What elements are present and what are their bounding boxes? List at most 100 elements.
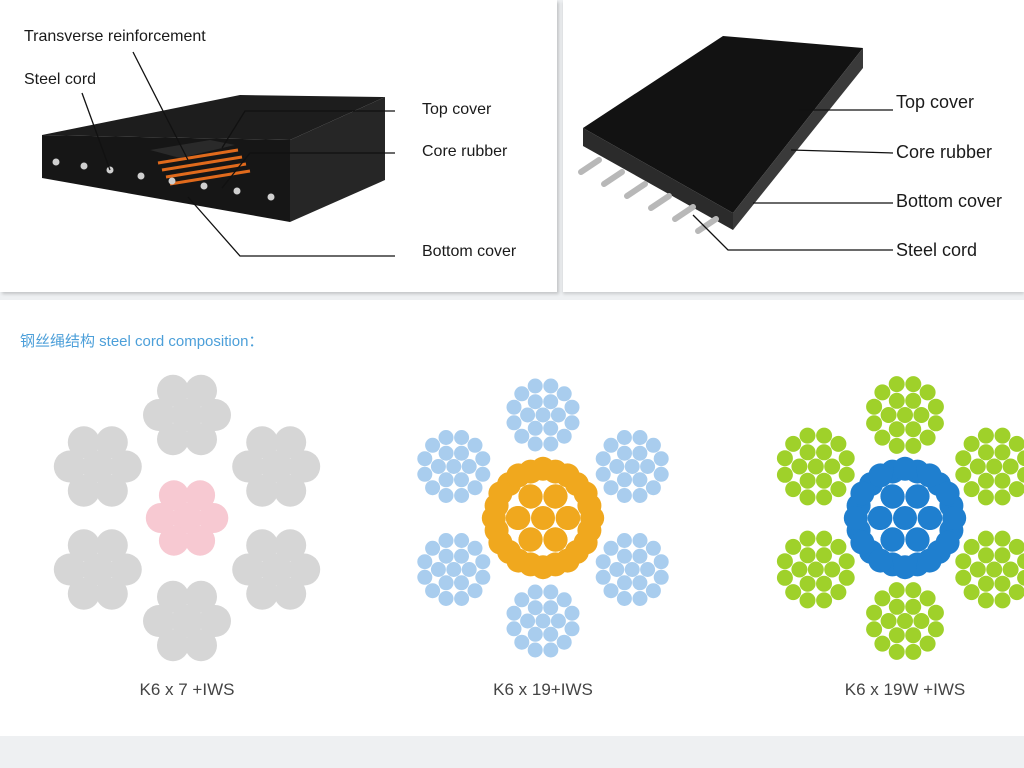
belt-top-surface (42, 95, 385, 140)
outer-wire (438, 445, 454, 461)
outer-wire (185, 580, 217, 613)
outer-wire (816, 444, 832, 461)
outer-wire (603, 480, 619, 496)
outer-wire (919, 384, 936, 401)
label-bottom-cover: Bottom cover (896, 191, 1003, 211)
outer-wire (830, 538, 847, 555)
outer-wire (919, 429, 936, 446)
outer-wire (260, 553, 293, 586)
core-wire (555, 548, 580, 573)
outer-wire (866, 621, 883, 638)
outer-wire (978, 472, 994, 489)
outer-wire (986, 561, 1003, 578)
outer-wire (816, 575, 832, 592)
outer-wire (986, 458, 1003, 475)
outer-wire (595, 451, 611, 467)
outer-wire (880, 613, 897, 629)
outer-wire (527, 626, 543, 642)
outer-wire (1002, 561, 1019, 578)
outer-wire (888, 392, 905, 409)
outer-wire (897, 407, 913, 423)
core-wire (868, 463, 893, 488)
outer-wire (527, 394, 543, 410)
outer-wire (506, 415, 522, 431)
outer-wire (185, 629, 217, 662)
outer-wire (603, 540, 619, 556)
outer-wire (53, 553, 86, 586)
outer-wire (799, 427, 816, 444)
outer-wire (288, 553, 321, 586)
outer-wire (838, 553, 855, 570)
outer-wire (653, 466, 669, 482)
outer-wire (454, 575, 469, 591)
core-wire (543, 527, 568, 552)
outer-wire (143, 399, 175, 431)
outer-wire (963, 435, 980, 452)
outer-wire (157, 629, 189, 662)
outer-wire (67, 529, 100, 562)
outer-wire (157, 580, 189, 613)
outer-wire (888, 437, 905, 454)
outer-wire (838, 569, 855, 586)
outer-wire (609, 562, 625, 577)
outer-wire (632, 445, 648, 461)
outer-wire (799, 489, 816, 506)
outer-wire (603, 583, 619, 599)
outer-wire (603, 437, 619, 453)
outer-wire (556, 386, 572, 402)
core-wire (555, 463, 580, 488)
outer-wire (1017, 553, 1024, 570)
outer-wire (645, 437, 661, 453)
strand-k6x19w (776, 376, 1024, 660)
steel-cord-composition-panel: 钢丝绳结构 steel cord composition： K6 x 7 +IW… (0, 300, 1024, 736)
core-wire (917, 463, 942, 488)
outer-wire (564, 399, 580, 415)
outer-wire (438, 488, 454, 503)
label-top-cover: Top cover (896, 92, 975, 112)
outer-wire (617, 472, 632, 488)
core-wire (880, 484, 905, 509)
core-wire (481, 506, 506, 530)
outer-wire (246, 474, 279, 507)
outer-wire (274, 426, 307, 459)
outer-wire (776, 553, 793, 570)
outer-wire (927, 398, 944, 415)
outer-wire (246, 426, 279, 459)
core-wire (850, 481, 875, 506)
outer-wire (95, 474, 128, 507)
outer-wire (874, 429, 891, 446)
composition-heading: 钢丝绳结构 steel cord composition： (20, 333, 264, 350)
outer-wire (874, 590, 891, 607)
outer-wire (866, 604, 883, 621)
outer-wire (880, 407, 897, 423)
protruding-steel-cords (578, 157, 719, 234)
outer-wire (506, 605, 522, 621)
outer-wire (963, 584, 980, 601)
outer-wire (905, 582, 922, 599)
outer-wire (514, 634, 530, 650)
outer-wire (905, 437, 922, 454)
outer-wire (475, 466, 491, 482)
outer-wire (199, 605, 231, 637)
outer-wire (417, 451, 433, 467)
outer-wire (994, 530, 1011, 547)
outer-wire (977, 592, 994, 609)
outer-wire (506, 621, 522, 637)
outer-wire (776, 450, 793, 467)
outer-wire (955, 569, 972, 586)
outer-wire (543, 394, 559, 410)
core-wire (580, 506, 605, 530)
outer-wire (632, 533, 648, 548)
strand-k6x19 (417, 378, 669, 658)
core-wire (531, 555, 555, 580)
outer-wire (461, 562, 477, 577)
outer-wire (430, 459, 446, 474)
outer-wire (978, 575, 994, 592)
outer-wire (520, 407, 536, 423)
outer-wire (438, 430, 454, 445)
outer-wire (438, 575, 454, 591)
outer-wire (535, 407, 551, 423)
outer-wire (417, 569, 433, 585)
core-wire (158, 480, 189, 511)
core-wire (850, 530, 875, 555)
